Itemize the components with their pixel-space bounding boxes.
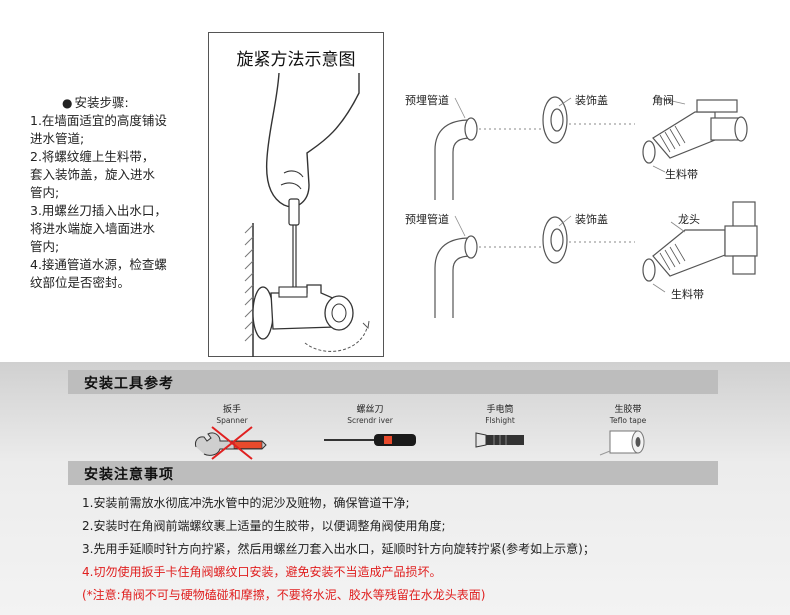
tightening-diagram-panel: 旋紧方法示意图 [208, 32, 384, 357]
step-line: 2.将螺纹缠上生料带， [30, 149, 155, 164]
step-line: 4.接通管道水源，检查螺 [30, 257, 167, 272]
note-item: 1.安装前需放水彻底冲洗水管中的泥沙及赃物，确保管道干净; [82, 496, 410, 510]
embedded-pipe-row1 [434, 117, 478, 200]
step-line: 管内; [30, 185, 60, 200]
label-decorative-cover: 装饰盖 [575, 213, 608, 226]
tool-name-en: Teflo tape [609, 416, 647, 425]
tool-name: 扳手 [222, 405, 241, 415]
step-line: 进水管道; [30, 131, 85, 146]
tool-name-en: Flshight [485, 416, 515, 425]
top-area [0, 0, 790, 362]
tool-name-en: Spanner [216, 416, 248, 425]
tool-flashlight: 手电筒 Flshight [468, 402, 532, 459]
label-teflon-tape: 生料带 [665, 168, 698, 181]
notes-list: 1.安装前需放水彻底冲洗水管中的泥沙及赃物，确保管道干净; 2.安装时在角阀前端… [82, 492, 595, 607]
installation-steps: ●安装步骤: 1.在墙面适宜的高度铺设 进水管道; 2.将螺纹缠上生料带， 套入… [30, 94, 210, 292]
label-embedded-pipe: 预埋管道 [405, 213, 449, 226]
decorative-cover-row2 [542, 216, 568, 264]
tools-section-title: 安装工具参考 [84, 376, 174, 392]
bullet-icon: ● [62, 96, 73, 110]
notes-section-title: 安装注意事项 [84, 467, 174, 483]
hand-screwdriver-illustration [244, 73, 370, 357]
spanner-icon [195, 426, 267, 460]
label-decorative-cover: 装饰盖 [575, 94, 608, 107]
tool-name: 螺丝刀 [356, 405, 384, 415]
embedded-pipe-row2 [434, 235, 478, 318]
step-line: 将进水端旋入墙面进水 [30, 221, 156, 236]
step-line: 纹部位是否密封。 [30, 275, 131, 290]
flashlight-icon [475, 432, 524, 448]
notes-section-header: 安装注意事项 [68, 461, 718, 485]
step-line: 1.在墙面适宜的高度铺设 [30, 113, 167, 128]
note-caution: (*注意:角阀不可与硬物磕碰和摩擦，不要将水泥、胶水等残留在水龙头表面) [82, 588, 486, 602]
angle-valve-row1 [642, 99, 748, 164]
tool-teflon-tape: 生胶带 Teflo tape [596, 402, 660, 461]
note-warning: 4.切勿使用扳手卡住角阀螺纹口安装，避免安装不当造成产品损坏。 [82, 565, 442, 579]
step-line: 3.用螺丝刀插入出水口， [30, 203, 167, 218]
label-faucet: 龙头 [678, 213, 700, 226]
label-teflon-tape: 生料带 [671, 288, 704, 301]
tool-screwdriver: 螺丝刀 Screndr iver [320, 402, 420, 459]
screwdriver-icon [324, 434, 416, 446]
tool-name: 生胶带 [614, 405, 642, 415]
tool-name-en: Screndr iver [347, 416, 393, 425]
teflon-tape-icon [599, 430, 645, 456]
tool-spanner: 扳手 Spanner [190, 402, 274, 465]
note-item: 3.先用手延顺时针方向拧紧，然后用螺丝刀套入出水口，延顺时针方向旋转拧紧(参考如… [82, 542, 595, 556]
steps-heading: 安装步骤: [74, 95, 129, 110]
bottom-area [0, 362, 790, 615]
decorative-cover-row1 [542, 96, 568, 144]
faucet-row2 [642, 201, 758, 282]
note-item: 2.安装时在角阀前端螺纹裹上适量的生胶带，以便调整角阀使用角度; [82, 519, 446, 533]
step-line: 套入装饰盖，旋入进水 [30, 167, 156, 182]
tool-name: 手电筒 [486, 405, 514, 415]
label-embedded-pipe: 预埋管道 [405, 94, 449, 107]
step-line: 管内; [30, 239, 60, 254]
installation-diagram [434, 96, 758, 318]
page-title: 旋紧方法示意图 [236, 50, 356, 70]
steps-heading-row: ●安装步骤: [30, 94, 210, 112]
tools-section-header: 安装工具参考 [68, 370, 718, 394]
label-angle-valve: 角阀 [652, 94, 674, 107]
